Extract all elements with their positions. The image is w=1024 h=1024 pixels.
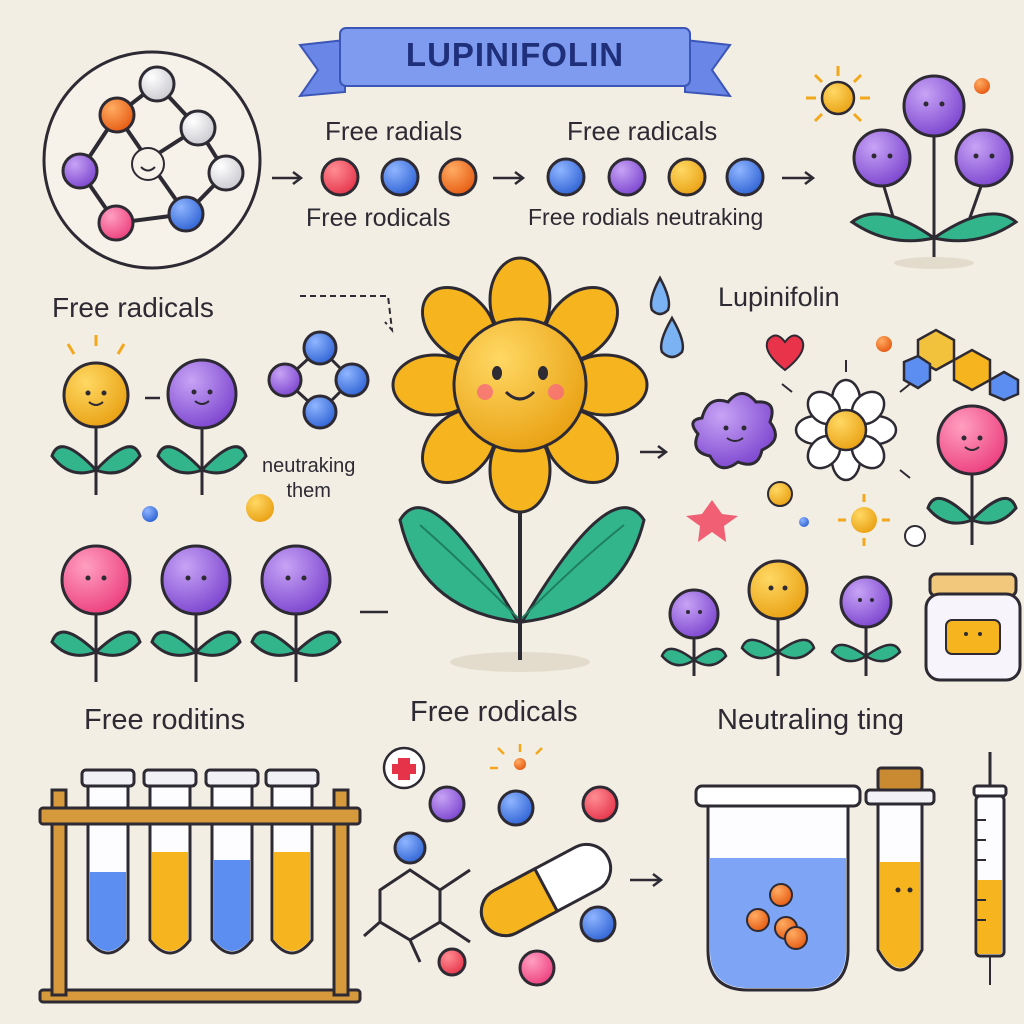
arrow-icon <box>657 445 669 459</box>
radical-dot <box>876 336 892 352</box>
test-tube-rack <box>38 768 362 1004</box>
chemical-structure <box>363 868 471 963</box>
radicals-top-label-1: Free radials <box>325 116 463 146</box>
heart-icon <box>765 334 805 372</box>
title-banner <box>297 27 733 98</box>
title-banner-text: LUPINIFOLIN <box>405 36 625 73</box>
bottom-right-label: Neutraling ting <box>717 704 904 736</box>
flower-row-left <box>50 544 342 682</box>
purple-blob-flower <box>691 392 777 470</box>
sparkle-sun-icon <box>838 494 890 546</box>
bottom-middle-label: Free rodicals <box>410 696 578 728</box>
hexagon-molecule-icon <box>902 328 1020 402</box>
radical-dot <box>767 481 793 507</box>
radical-dot <box>799 517 809 527</box>
flower-pink-right <box>926 404 1018 545</box>
flower-row-right <box>660 559 902 676</box>
molecule-ring-small <box>267 330 370 430</box>
beaker-icon <box>694 784 862 992</box>
left-heading: Free radicals <box>52 292 214 323</box>
sun-icon <box>806 66 990 123</box>
test-tube-yellow <box>864 766 936 972</box>
water-drop-icon <box>649 275 685 359</box>
arrow-icon <box>272 171 816 185</box>
radical-dot <box>246 494 274 522</box>
syringe-icon <box>972 752 1008 985</box>
radical-dot <box>142 506 158 522</box>
lupinifolin-label: Lupinifolin <box>718 282 840 312</box>
radicals-under-label-2: Free rodials neutraking <box>528 204 764 230</box>
capsule-icon <box>479 842 613 938</box>
smiling-flower-center <box>391 256 649 672</box>
radical-dot <box>904 525 926 547</box>
radical-dots-row-2 <box>546 157 765 197</box>
neutralizing-label: neutraking them <box>262 455 356 502</box>
jar-icon <box>924 572 1022 682</box>
radicals-under-label-1: Free rodicals <box>306 204 451 232</box>
daisy-flower <box>781 360 911 482</box>
star-icon <box>686 500 738 542</box>
arrow-icon <box>630 873 664 887</box>
molecule-diagram <box>42 50 262 270</box>
radical-dots-row-1 <box>320 157 478 197</box>
flower-yellow-left <box>50 335 142 495</box>
radical-dot <box>514 758 526 770</box>
flower-purple-left <box>156 358 248 495</box>
radical-dots-bottom <box>393 785 619 987</box>
dashed-pointer <box>300 295 394 334</box>
sparkle-icon <box>490 744 543 770</box>
radicals-top-label-2: Free radicals <box>567 116 718 146</box>
bottom-left-label: Free roditins <box>84 704 246 736</box>
flower-cluster-top-right <box>849 74 1019 269</box>
medical-cross-icon <box>382 746 426 790</box>
